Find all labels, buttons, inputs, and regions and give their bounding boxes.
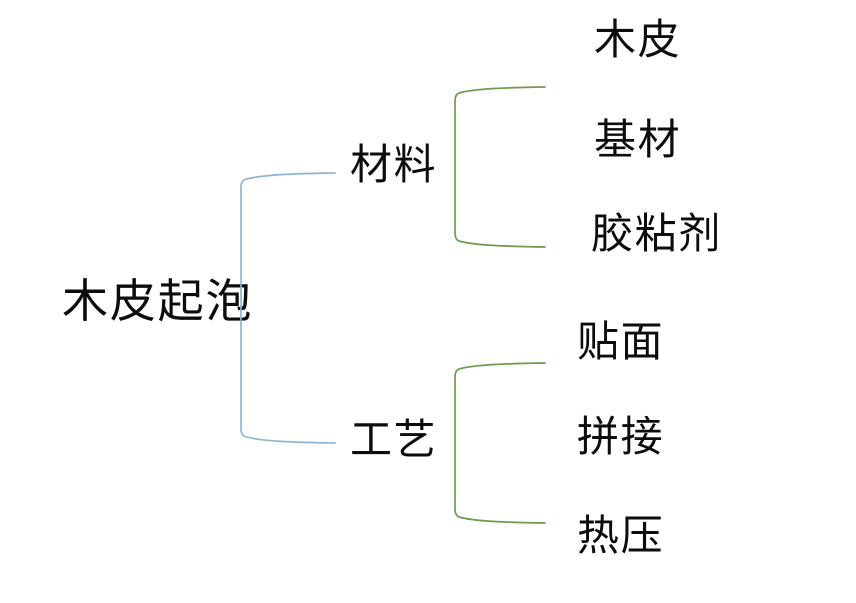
material-group-bracket-connector xyxy=(452,84,548,250)
root-node-label: 木皮起泡 xyxy=(62,276,254,327)
branch-node-process: 工艺 xyxy=(350,418,438,464)
process-group-bracket-connector xyxy=(452,360,548,526)
leaf-node-adhesive: 胶粘剂 xyxy=(591,212,723,258)
branch-node-material: 材料 xyxy=(350,143,438,189)
group-bracket-icon xyxy=(452,84,548,250)
group-bracket-icon xyxy=(452,360,548,526)
leaf-node-splicing: 拼接 xyxy=(577,415,665,461)
leaf-node-veneer: 木皮 xyxy=(594,18,682,64)
leaf-node-substrate: 基材 xyxy=(594,118,682,164)
leaf-node-hot-pressing: 热压 xyxy=(577,514,665,560)
leaf-node-facing: 贴面 xyxy=(577,320,665,366)
